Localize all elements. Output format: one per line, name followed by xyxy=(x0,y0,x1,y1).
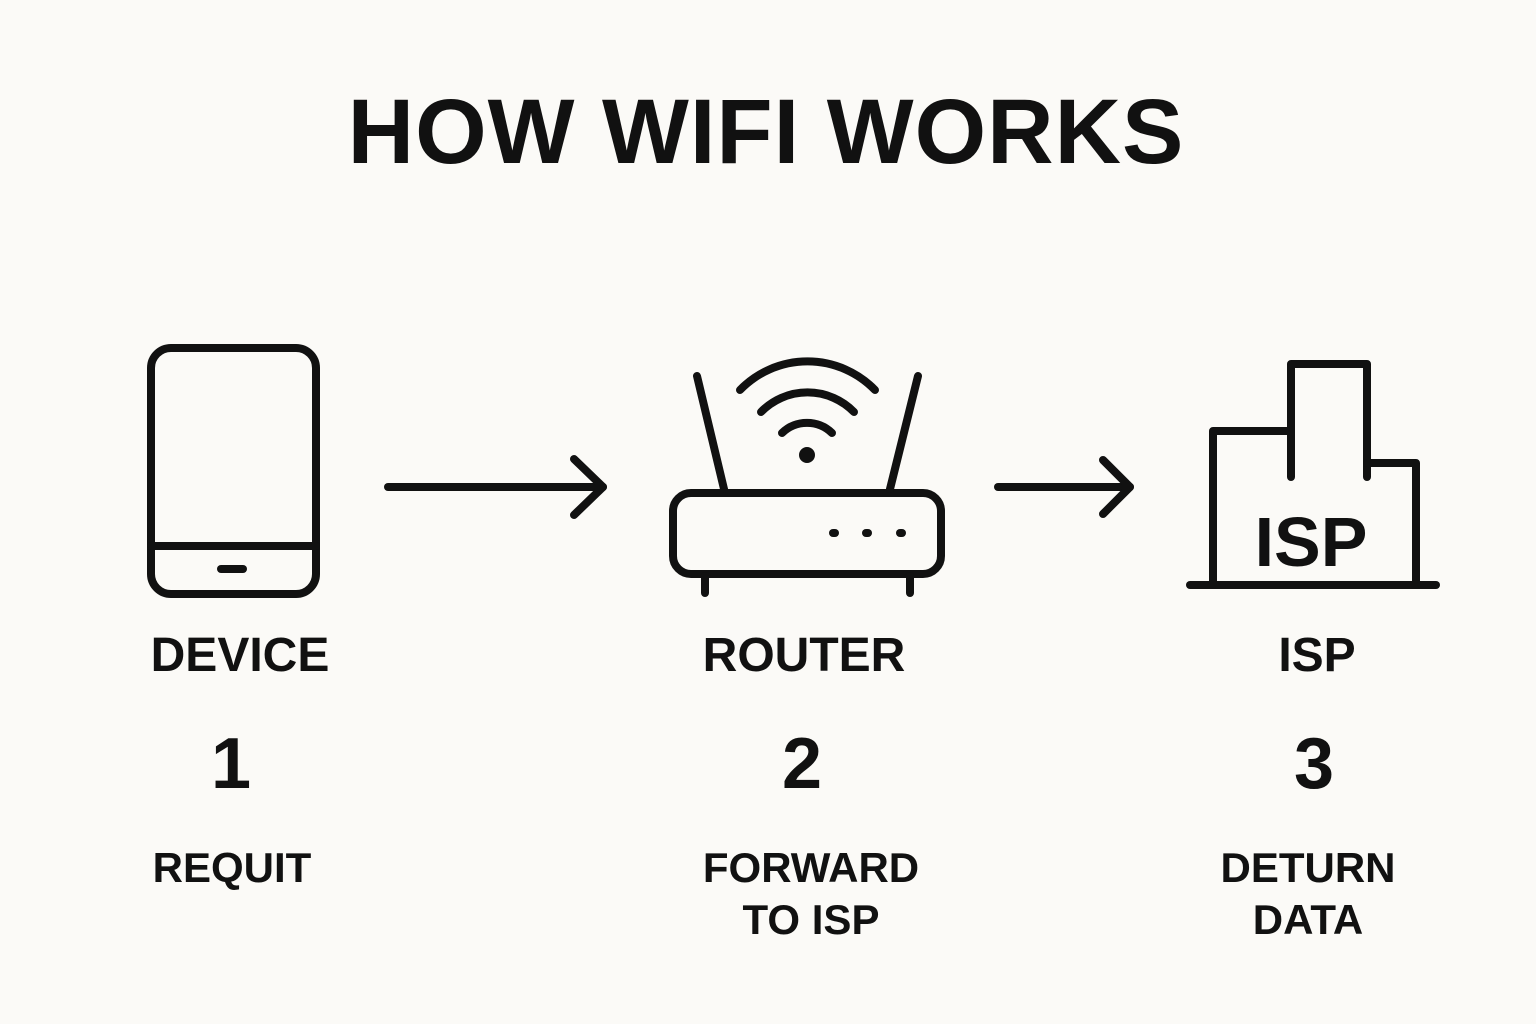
isp-icon-text: ISP xyxy=(1255,503,1368,581)
step-label-device: DEVICE xyxy=(150,629,330,682)
router-icon xyxy=(669,357,945,597)
diagram-title: HOW WIFI WORKS xyxy=(347,81,1185,183)
arrow-right-icon xyxy=(384,455,607,519)
arrow-right-icon xyxy=(994,456,1134,518)
step-label-router: ROUTER xyxy=(702,629,906,682)
step-description-3: DETURN DATA xyxy=(1221,842,1396,946)
step-description-line: TO ISP xyxy=(742,896,880,943)
phone-icon xyxy=(147,344,320,598)
isp-building-icon: ISP xyxy=(1186,360,1440,589)
wifi-icon xyxy=(736,357,879,463)
step-number-3: 3 xyxy=(1293,724,1335,804)
step-description-line: FORWARD xyxy=(702,844,920,891)
step-label-isp: ISP xyxy=(1278,629,1356,682)
step-description-1: REQUIT xyxy=(152,844,312,891)
step-description-line: DETURN xyxy=(1220,844,1396,891)
step-description-2: FORWARD TO ISP xyxy=(703,842,919,946)
step-number-1: 1 xyxy=(210,724,252,804)
step-number-2: 2 xyxy=(781,724,823,804)
step-description-line: DATA xyxy=(1252,896,1364,943)
